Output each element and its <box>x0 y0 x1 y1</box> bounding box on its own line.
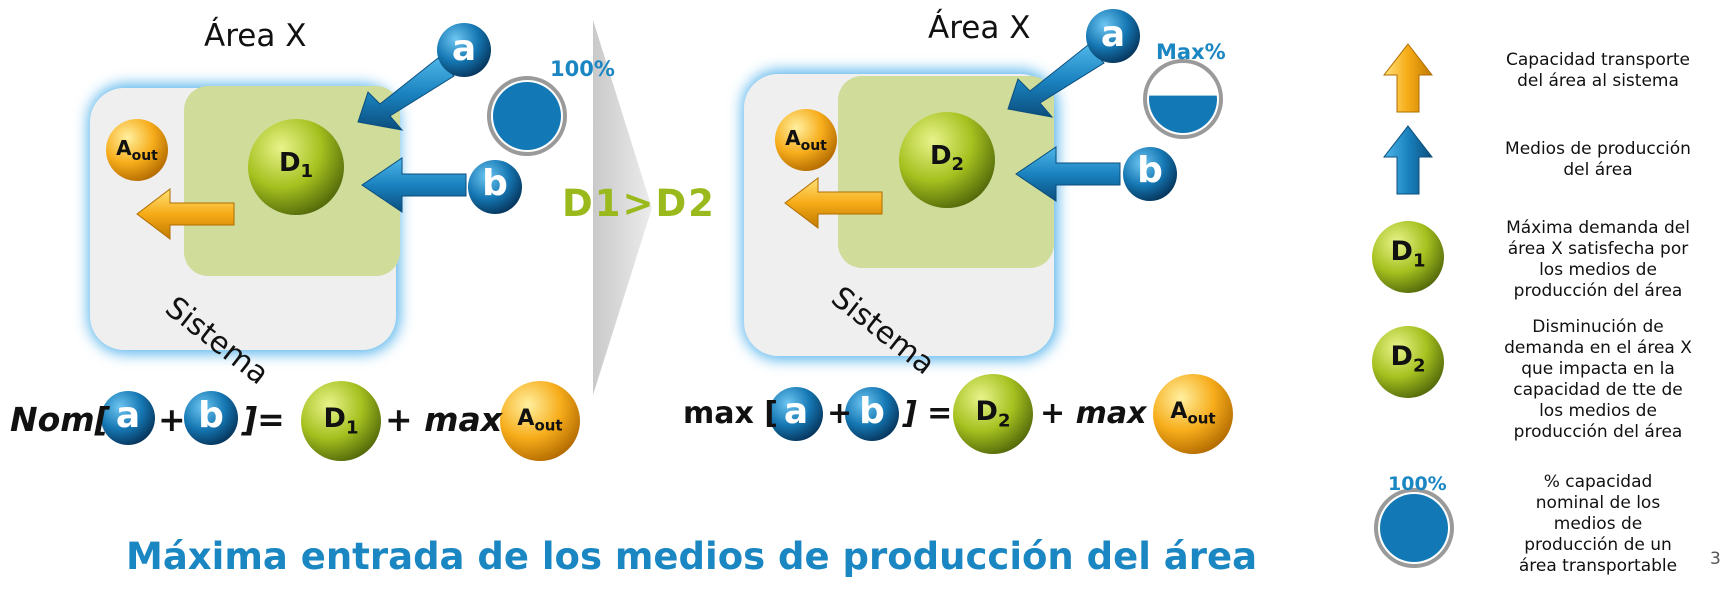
legend-d1-main: D <box>1390 236 1413 267</box>
d1-main: D <box>278 148 301 178</box>
a-sphere-2 <box>1086 9 1140 63</box>
eq-right-d-sphere <box>953 374 1033 454</box>
legend-orange-arrow <box>1382 43 1434 113</box>
eq-left-aout: Aout <box>500 406 580 434</box>
eq-left-prefix: Nom[ <box>10 400 110 439</box>
right-capacity-label: Max% <box>1156 40 1226 64</box>
aout-sphere-2 <box>775 109 837 171</box>
legend-d2-main: D <box>1390 341 1413 372</box>
d1-sub: 1 <box>300 161 314 183</box>
eq-right-d-sub: 2 <box>997 410 1011 432</box>
main-title: Máxima entrada de los medios de producci… <box>126 535 1258 578</box>
left-d1-label: D1 <box>258 148 334 182</box>
eq-left-d-sub: 1 <box>345 417 359 439</box>
legend-blue-arrow <box>1382 125 1434 195</box>
eq-right-a: a <box>783 391 809 432</box>
eq-right-aout: Aout <box>1153 399 1233 427</box>
arrow-b <box>361 157 467 213</box>
eq-right-plus-max: + max <box>1040 396 1147 431</box>
eq-left-d: D1 <box>303 403 379 438</box>
aout-sub-2: out <box>800 138 827 154</box>
eq-left-a-sphere <box>101 391 155 445</box>
right-aout-label: Aout <box>775 126 837 154</box>
eq-right-aout-sub: out <box>1187 409 1216 428</box>
right-d2-label: D2 <box>909 141 985 175</box>
eq-left-a: a <box>115 395 141 436</box>
eq-left-plus: + <box>158 400 186 439</box>
aout-main: A <box>116 136 132 160</box>
right-b-label: b <box>1137 150 1163 191</box>
left-panel <box>88 23 567 354</box>
legend-blue-arrow-text: Medios de producción del área <box>1505 139 1691 180</box>
legend-orange-arrow-text: Capacidad transporte del área al sistema <box>1506 50 1690 91</box>
eq-right-prefix-text: max [ <box>683 396 779 431</box>
legend-d1-label: D1 <box>1372 236 1444 271</box>
eq-left-d-sphere <box>301 381 381 461</box>
eq-left-b-sphere <box>184 391 238 445</box>
eq-right-d-main: D <box>975 396 998 427</box>
arrow-out <box>136 187 235 241</box>
eq-left-aout-sub: out <box>534 416 563 435</box>
right-panel <box>742 9 1223 360</box>
eq-left-aout-sphere <box>500 381 580 461</box>
legend-gauge-fill <box>1380 494 1448 562</box>
aout-sub: out <box>131 148 158 164</box>
legend-d1-text: Máxima demanda del área X satisfecha por… <box>1506 218 1690 301</box>
eq-right-aout-sphere <box>1153 374 1233 454</box>
eq-left-d-main: D <box>323 403 346 434</box>
right-area-title: Área X <box>928 10 1031 46</box>
left-capacity-label: 100% <box>550 57 615 81</box>
eq-left-aout-main: A <box>517 406 535 431</box>
capacity-gauge-fill <box>493 82 561 150</box>
transition-chevron <box>593 20 652 395</box>
legend-d1-sub: 1 <box>1412 250 1426 272</box>
eq-right-b-sphere <box>845 387 899 441</box>
legend-d1-sphere <box>1372 221 1444 293</box>
left-aout-label: Aout <box>106 136 168 164</box>
d2-sub: 2 <box>951 154 965 176</box>
legend-pct-text: % capacidad nominal de los medios de pro… <box>1518 472 1678 576</box>
arrow-b-2 <box>1015 146 1121 202</box>
d1-sphere <box>248 119 344 215</box>
eq-right-close: ] = <box>903 396 953 431</box>
left-a-label: a <box>451 28 477 69</box>
d2-sphere <box>899 112 995 208</box>
eq-right-a-sphere <box>769 387 823 441</box>
slide-number: 3 <box>1710 549 1721 569</box>
aout-main-2: A <box>785 126 801 150</box>
legend-d2-sub: 2 <box>1412 355 1426 377</box>
eq-left-b: b <box>198 395 224 436</box>
eq-right-prefix: max [ <box>683 396 778 431</box>
eq-right-plus: + <box>827 396 853 431</box>
eq-left-plus-max: + max <box>385 400 503 439</box>
left-b-label: b <box>482 163 508 204</box>
d2-main: D <box>929 141 952 171</box>
arrow-out-2 <box>784 176 883 230</box>
left-area-title: Área X <box>204 18 307 54</box>
comparison-label: D1>D2 <box>562 182 716 225</box>
right-a-label: a <box>1100 14 1126 55</box>
arrow-a-2 <box>1007 44 1105 118</box>
arrow-a <box>357 57 455 131</box>
legend-d2-sphere <box>1372 326 1444 398</box>
legend-d2-text: Disminución de demanda en el área X que … <box>1504 317 1692 442</box>
eq-right-b: b <box>859 391 885 432</box>
aout-sphere <box>106 119 168 181</box>
b-sphere-2 <box>1123 147 1177 201</box>
legend-d2-label: D2 <box>1372 341 1444 376</box>
b-sphere <box>468 160 522 214</box>
eq-right-d: D2 <box>955 396 1031 431</box>
a-sphere <box>437 23 491 77</box>
eq-left-close: ]= <box>242 400 285 439</box>
eq-right-aout-main: A <box>1170 399 1188 424</box>
legend-pct-label: 100% <box>1388 473 1447 495</box>
